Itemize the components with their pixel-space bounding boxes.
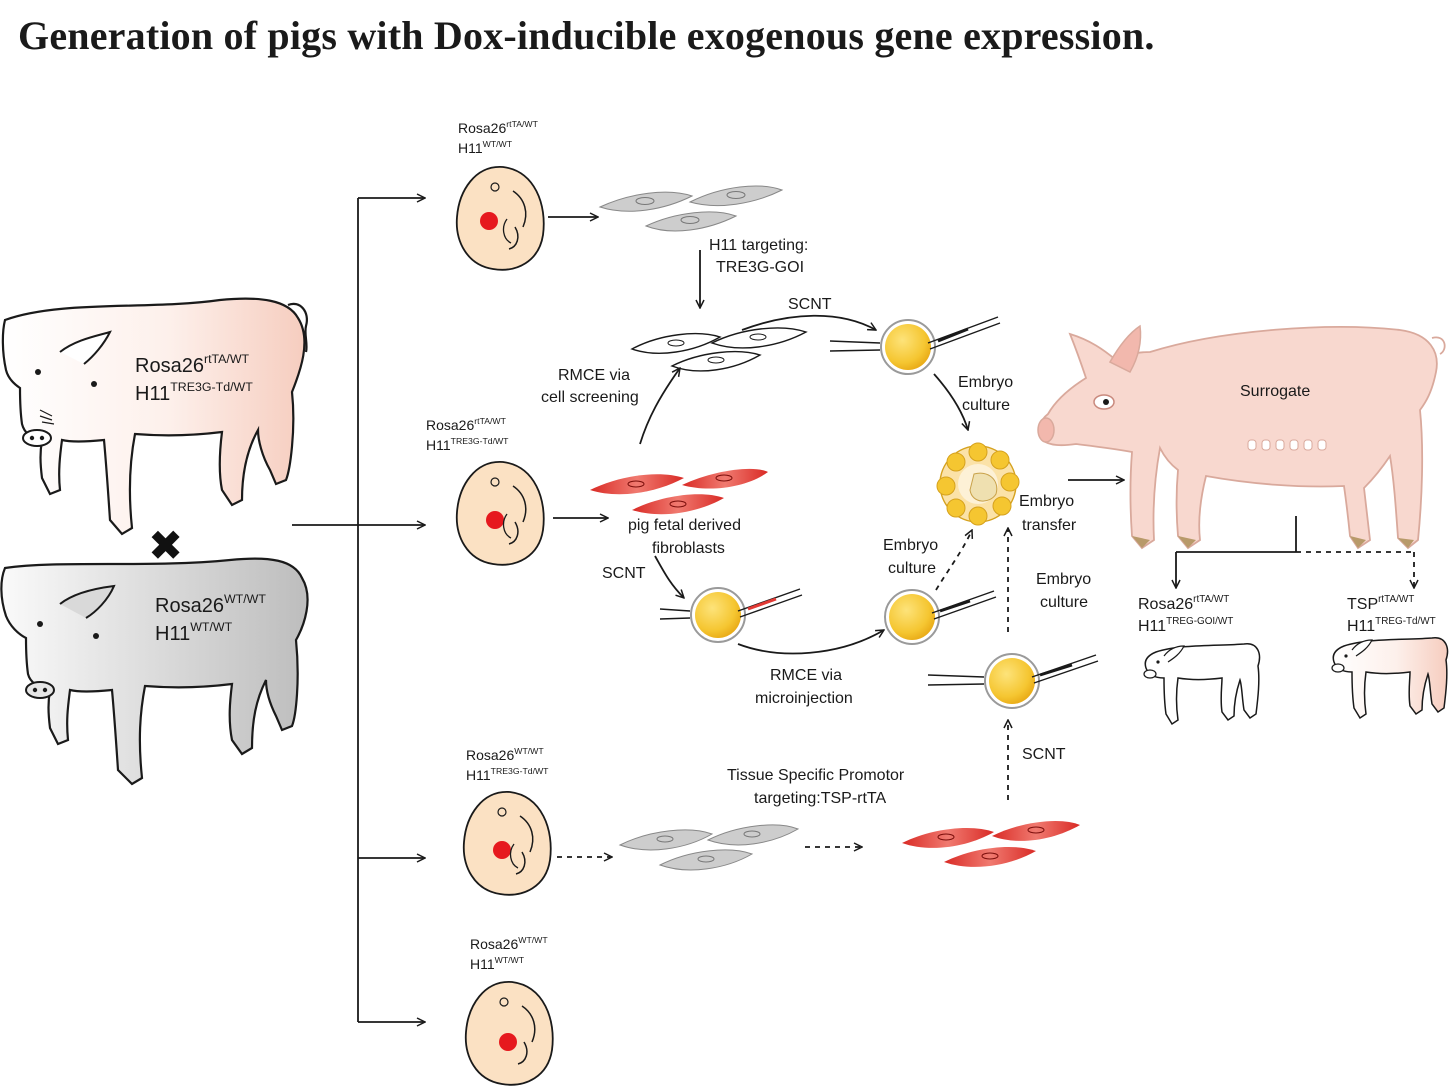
tsp-label-2: targeting:TSP-rtTA (754, 790, 887, 807)
offspring-1-genotype-line2: H11TREG-GOI/WT (1138, 616, 1233, 635)
embryo-1-genotype-line1: Rosa26rtTA/WT (458, 119, 539, 136)
fibroblasts-label-2: fibroblasts (652, 540, 725, 557)
blastocyst (936, 442, 1020, 526)
process-arrows (548, 217, 1124, 655)
embryo-culture-label-top-2: culture (962, 397, 1010, 414)
oocyte-micromanipulation (829, 316, 1001, 375)
embryo-illustration (455, 166, 545, 271)
embryo-culture-label-mid-2: culture (888, 560, 936, 577)
rmce-microinjection-label-1: RMCE via (770, 667, 842, 684)
offspring-piglet-illustration (1331, 637, 1449, 720)
offspring-piglet-illustration (1143, 643, 1261, 726)
scnt-label-top: SCNT (788, 296, 832, 313)
fibroblast-cells-outline (630, 327, 808, 372)
rmce-microinjection-label-2: microinjection (755, 690, 853, 707)
oocyte-micromanipulation (884, 589, 997, 645)
surrogate-pig-illustration (1037, 324, 1446, 550)
embryo-2-genotype-line1: Rosa26rtTA/WT (426, 416, 507, 433)
father-genotype-line2: H11TRE3G-Td/WT (135, 380, 253, 405)
offspring-connector (1176, 516, 1414, 588)
embryo-illustration (462, 791, 552, 896)
embryo-illustration (464, 981, 554, 1086)
figure-title: Generation of pigs with Dox-inducible ex… (18, 13, 1155, 58)
embryo-culture-label-right-1: Embryo (1036, 571, 1091, 588)
embryo-4-genotype-line2: H11WT/WT (470, 955, 525, 972)
mother-pig-illustration (0, 557, 309, 786)
h11-targeting-label-1: H11 targeting: (709, 237, 808, 254)
fibroblast-cells-red (902, 820, 1080, 867)
cross-icon: ✖ (148, 521, 183, 570)
oocyte-micromanipulation (659, 587, 803, 643)
embryo-culture-label-right-2: culture (1040, 594, 1088, 611)
offspring-2-genotype-line1: TSPrtTA/WT (1347, 594, 1414, 613)
h11-targeting-label-2: TRE3G-GOI (716, 259, 804, 276)
rmce-screening-label-1: RMCE via (558, 367, 630, 384)
embryo-1-genotype-line2: H11WT/WT (458, 139, 513, 156)
fibroblast-cells-grey (598, 185, 784, 232)
fibroblasts-label-1: pig fetal derived (628, 517, 741, 534)
oocyte-micromanipulation (927, 653, 1099, 709)
offspring-2-genotype-line2: H11TREG-Td/WT (1347, 616, 1436, 635)
embryo-transfer-label-1: Embryo (1019, 493, 1074, 510)
rmce-screening-label-2: cell screening (541, 389, 639, 406)
embryo-culture-label-mid-1: Embryo (883, 537, 938, 554)
fibroblast-cells-grey (618, 824, 800, 871)
mother-genotype-line2: H11WT/WT (155, 620, 233, 645)
mother-genotype-line1: Rosa26WT/WT (155, 592, 266, 617)
embryo-culture-label-top-1: Embryo (958, 374, 1013, 391)
surrogate-label: Surrogate (1240, 383, 1310, 400)
embryo-4-genotype-line1: Rosa26WT/WT (470, 935, 548, 952)
embryo-3-genotype-line2: H11TRE3G-Td/WT (466, 766, 549, 783)
father-genotype-line1: Rosa26rtTA/WT (135, 352, 250, 377)
embryo-3-genotype-line1: Rosa26WT/WT (466, 746, 544, 763)
process-arrows-dashed (557, 528, 1008, 857)
scnt-label-mid: SCNT (602, 565, 646, 582)
fibroblast-cells-red (590, 468, 768, 515)
branch-connector (292, 198, 425, 1022)
father-pig-illustration (1, 297, 308, 536)
embryo-2-genotype-line2: H11TRE3G-Td/WT (426, 436, 509, 453)
embryo-transfer-label-2: transfer (1022, 517, 1077, 534)
embryo-illustration (455, 461, 545, 566)
tsp-label-1: Tissue Specific Promotor (727, 767, 905, 784)
offspring-1-genotype-line1: Rosa26rtTA/WT (1138, 594, 1229, 613)
scnt-label-bottom: SCNT (1022, 746, 1066, 763)
